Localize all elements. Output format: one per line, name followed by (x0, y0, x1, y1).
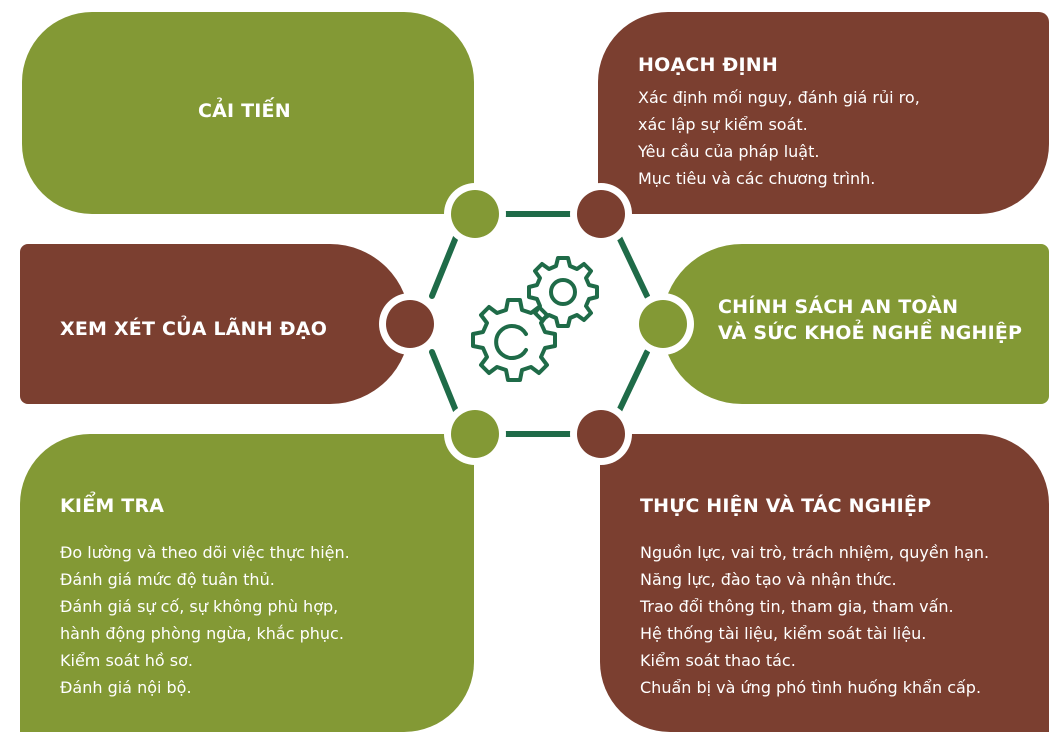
thuc-hien-line: Kiểm soát thao tác. (640, 651, 796, 670)
box-thuc-hien-body: Nguồn lực, vai trò, trách nhiệm, quyền h… (640, 539, 989, 701)
gears-icon (471, 256, 599, 382)
node-top-right (577, 190, 625, 238)
box-chinh-sach-title-2: VÀ SỨC KHOẺ NGHỀ NGHIỆP (718, 322, 1023, 344)
box-hoach-dinh-body: Xác định mối nguy, đánh giá rủi ro, xác … (638, 84, 920, 192)
kiem-tra-line: Kiểm soát hồ sơ. (60, 651, 193, 670)
box-hoach-dinh-title: HOẠCH ĐỊNH (638, 54, 779, 76)
hexagon-outline (429, 211, 650, 437)
hexagon-edge-bottom-right (616, 349, 650, 414)
node-right (639, 300, 687, 348)
box-kiem-tra: KIỂM TRA Đo lường và theo dõi việc thực … (20, 434, 474, 732)
large-gear-icon (471, 298, 557, 382)
thuc-hien-line: Trao đổi thông tin, tham gia, tham vấn. (640, 597, 954, 616)
box-chinh-sach-title-1: CHÍNH SÁCH AN TOÀN (718, 296, 959, 318)
node-bottom-right (577, 410, 625, 458)
box-xem-xet-title: XEM XÉT CỦA LÃNH ĐẠO (60, 318, 328, 340)
kiem-tra-line: Đánh giá sự cố, sự không phù hợp, (60, 597, 339, 616)
small-gear-icon (527, 256, 599, 328)
node-left (386, 300, 434, 348)
box-kiem-tra-title: KIỂM TRA (60, 495, 165, 517)
thuc-hien-line: Chuẩn bị và ứng phó tình huống khẩn cấp. (640, 678, 982, 697)
box-thuc-hien-title: THỰC HIỆN VÀ TÁC NGHIỆP (640, 495, 932, 517)
hexagon-edge-top-right (616, 234, 650, 299)
node-bottom-left (451, 410, 499, 458)
kiem-tra-line: Đánh giá mức độ tuân thủ. (60, 570, 275, 589)
thuc-hien-line: Nguồn lực, vai trò, trách nhiệm, quyền h… (640, 543, 990, 562)
connector-nodes (379, 183, 694, 465)
kiem-tra-line: Đánh giá nội bộ. (60, 678, 192, 697)
hoach-dinh-line: Mục tiêu và các chương trình. (638, 169, 876, 188)
thuc-hien-line: Hệ thống tài liệu, kiểm soát tài liệu. (640, 624, 927, 643)
box-chinh-sach: CHÍNH SÁCH AN TOÀN VÀ SỨC KHOẺ NGHỀ NGHI… (662, 244, 1049, 404)
box-xem-xet: XEM XÉT CỦA LÃNH ĐẠO (20, 244, 410, 404)
kiem-tra-line: hành động phòng ngừa, khắc phục. (60, 624, 344, 643)
thuc-hien-line: Năng lực, đào tạo và nhận thức. (640, 570, 897, 589)
node-top-left (451, 190, 499, 238)
box-thuc-hien: THỰC HIỆN VÀ TÁC NGHIỆP Nguồn lực, vai t… (600, 434, 1049, 732)
hexagon-edge-top-left (429, 234, 459, 299)
box-kiem-tra-body: Đo lường và theo dõi việc thực hiện. Đán… (60, 539, 350, 701)
box-hoach-dinh: HOẠCH ĐỊNH Xác định mối nguy, đánh giá r… (598, 12, 1049, 214)
box-cai-tien: CẢI TIẾN (22, 12, 474, 214)
hoach-dinh-line: xác lập sự kiểm soát. (638, 115, 808, 134)
hoach-dinh-line: Xác định mối nguy, đánh giá rủi ro, (638, 88, 920, 107)
hexagon-edge-bottom-left (429, 349, 459, 414)
kiem-tra-line: Đo lường và theo dõi việc thực hiện. (60, 543, 350, 562)
hoach-dinh-line: Yêu cầu của pháp luật. (638, 142, 820, 161)
box-cai-tien-title: CẢI TIẾN (198, 100, 291, 122)
